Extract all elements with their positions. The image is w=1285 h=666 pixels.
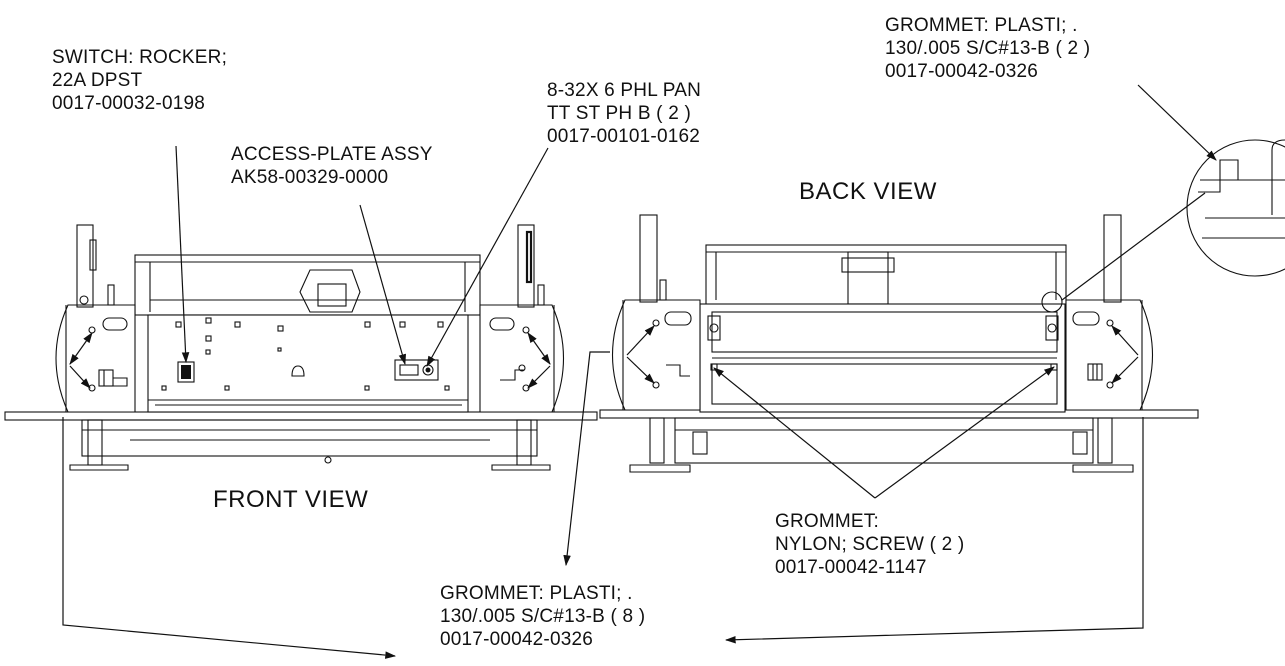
back-view-drawing <box>599 214 1199 473</box>
front-view-title: FRONT VIEW <box>213 486 369 513</box>
callout-grommet-top-line-3: 0017-00042-0326 <box>885 61 1039 82</box>
callout-grommet-nylon-line-3: 0017-00042-1147 <box>775 557 927 578</box>
callout-grommet-nylon-line-1: GROMMET: <box>775 511 879 532</box>
front-left-post <box>76 224 94 308</box>
leader-lines <box>62 84 1217 659</box>
leader-nylon-right <box>874 366 1055 499</box>
front-right-cabinet <box>479 304 564 413</box>
callout-grommet-bottom-line-3: 0017-00042-0326 <box>440 629 594 650</box>
front-left-cabinet <box>55 304 136 413</box>
leader-access-plate <box>359 204 406 366</box>
callout-screw-line-1: 8-32X 6 PHL PAN <box>547 80 702 101</box>
callout-grommet-bottom-line-2: 130/.005 S/C#13-B ( 8 ) <box>440 606 646 627</box>
callout-screw-line-3: 0017-00101-0162 <box>547 126 701 147</box>
callout-screw: 8-32X 6 PHL PAN TT ST PH B ( 2 ) 0017-00… <box>547 79 701 148</box>
leader-grommet-right <box>724 417 1144 644</box>
front-view-drawing <box>4 224 598 471</box>
callout-grommet-bottom: GROMMET: PLASTI; . 130/.005 S/C#13-B ( 8… <box>440 582 645 651</box>
leader-grommet-left <box>62 417 397 659</box>
callout-grommet-top-line-2: 130/.005 S/C#13-B ( 2 ) <box>885 38 1091 59</box>
leader-nylon-left <box>713 367 876 499</box>
callout-switch-line-3: 0017-00032-0198 <box>52 93 206 114</box>
callout-switch-line-2: 22A DPST <box>52 70 143 91</box>
back-upper-frame <box>705 244 1067 306</box>
callout-screw-line-2: TT ST PH B ( 2 ) <box>547 103 691 124</box>
back-view-title: BACK VIEW <box>799 178 937 205</box>
callout-switch-line-1: SWITCH: ROCKER; <box>52 47 228 68</box>
front-right-foot <box>491 464 551 471</box>
front-center-mechanism <box>299 269 361 313</box>
callout-grommet-nylon: GROMMET: NYLON; SCREW ( 2 ) 0017-00042-1… <box>775 510 964 579</box>
front-lower-frame <box>81 419 538 457</box>
back-right-cabinet <box>1065 299 1153 411</box>
front-left-foot <box>69 464 129 471</box>
back-motor <box>847 251 889 305</box>
back-left-cabinet <box>612 299 701 411</box>
callout-grommet-top-line-1: GROMMET: PLASTI; . <box>885 15 1078 36</box>
leader-grommet-mid <box>563 351 610 567</box>
front-main-panel <box>147 314 469 413</box>
back-left-foot <box>629 464 691 473</box>
callout-switch: SWITCH: ROCKER; 22A DPST 0017-00032-0198 <box>52 46 227 115</box>
access-plate <box>394 359 439 381</box>
callout-access-plate-line-1: ACCESS-PLATE ASSY <box>231 144 433 165</box>
callout-grommet-top: GROMMET: PLASTI; . 130/.005 S/C#13-B ( 2… <box>885 14 1090 83</box>
callout-grommet-nylon-line-2: NYLON; SCREW ( 2 ) <box>775 534 965 555</box>
leader-screw <box>426 147 549 367</box>
grommet-location-circle <box>1041 291 1063 313</box>
leader-grommet-top <box>1137 84 1217 161</box>
leader-detail-connect <box>1061 192 1206 301</box>
back-left-post <box>639 214 658 303</box>
front-base-plate <box>4 411 598 421</box>
callout-grommet-bottom-line-1: GROMMET: PLASTI; . <box>440 583 633 604</box>
back-right-post <box>1103 214 1122 303</box>
callout-access-plate: ACCESS-PLATE ASSY AK58-00329-0000 <box>231 143 433 189</box>
detail-magnifier <box>1186 139 1285 277</box>
callout-access-plate-line-2: AK58-00329-0000 <box>231 167 389 188</box>
back-right-foot <box>1072 464 1134 473</box>
leader-switch <box>175 145 190 364</box>
front-right-post <box>517 224 535 308</box>
back-lower-frame <box>674 417 1094 464</box>
